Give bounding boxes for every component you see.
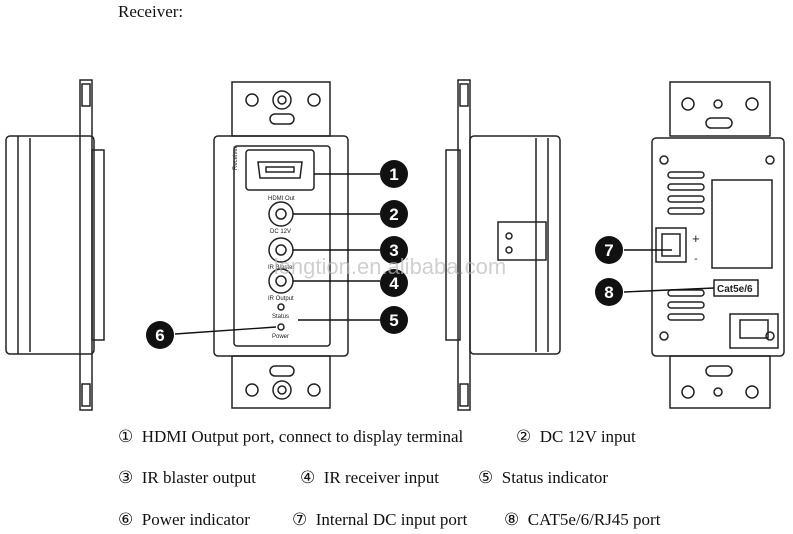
legend-mark: ⑥ (118, 510, 134, 529)
legend-text: IR receiver input (323, 468, 439, 487)
callout-1: 1 (380, 160, 408, 188)
side-view-left (5, 79, 105, 411)
callout-4: 4 (380, 269, 408, 297)
label-ir-blaster: IR Blaster (268, 265, 294, 271)
legend-item-1: ① HDMI Output port, connect to display t… (118, 427, 463, 447)
callout-2: 2 (380, 200, 408, 228)
label-power: Power (272, 334, 289, 340)
label-minus: - (694, 253, 698, 265)
callout-3-label: 3 (389, 241, 398, 260)
label-plus: + (692, 231, 700, 246)
legend-item-4: ④ IR receiver input (300, 468, 439, 488)
legend-mark: ④ (300, 468, 316, 487)
front-view (213, 81, 349, 409)
legend-text: Power indicator (141, 510, 250, 529)
legend-text: DC 12V input (539, 427, 636, 446)
legend-mark: ⑤ (478, 468, 494, 487)
callout-7: 7 (595, 236, 623, 264)
label-dc12v: DC 12V (270, 229, 291, 235)
label-hdmi-out: HDMI Out (268, 196, 295, 202)
side-view-right (445, 79, 561, 411)
callout-2-label: 2 (389, 205, 398, 224)
callout-circles: 1 2 3 4 5 6 7 8 (146, 160, 623, 349)
legend-item-8: ⑧ CAT5e/6/RJ45 port (504, 510, 660, 530)
callout-8: 8 (595, 278, 623, 306)
callout-lines-back (623, 249, 715, 293)
label-ir-input: IR Output (268, 296, 294, 302)
legend-mark: ③ (118, 468, 134, 487)
legend-mark: ⑦ (292, 510, 308, 529)
label-status: Status (272, 314, 289, 320)
side-text: Receiver (233, 146, 239, 170)
callout-lines-front (174, 173, 380, 335)
legend-item-7: ⑦ Internal DC input port (292, 510, 467, 530)
legend-item-3: ③ IR blaster output (118, 468, 256, 488)
callout-4-label: 4 (389, 274, 399, 293)
page-title: Receiver: (118, 2, 184, 21)
receiver-diagram: Receiver HDMI Out DC 12V IR Blaster IR O… (5, 79, 785, 411)
legend-text: Status indicator (501, 468, 608, 487)
callout-5: 5 (380, 306, 408, 334)
legend-item-6: ⑥ Power indicator (118, 510, 250, 530)
legend-item-2: ② DC 12V input (516, 427, 636, 447)
callout-8-label: 8 (604, 283, 613, 302)
legend-text: HDMI Output port, connect to display ter… (141, 427, 464, 446)
callout-6-label: 6 (155, 326, 164, 345)
legend-text: IR blaster output (141, 468, 257, 487)
callout-7-label: 7 (604, 241, 613, 260)
legend-mark: ⑧ (504, 510, 520, 529)
legend-text: Internal DC input port (315, 510, 468, 529)
watermark: lengtion.en.alibaba.com (274, 254, 506, 279)
label-cat: Cat5e/6 (717, 284, 753, 295)
callout-5-label: 5 (389, 311, 398, 330)
callout-1-label: 1 (389, 165, 398, 184)
callout-3: 3 (380, 236, 408, 264)
legend-item-5: ⑤ Status indicator (478, 468, 608, 488)
legend-text: CAT5e/6/RJ45 port (527, 510, 661, 529)
legend-mark: ① (118, 427, 134, 446)
callout-6: 6 (146, 321, 174, 349)
legend-mark: ② (516, 427, 532, 446)
back-view (651, 81, 785, 409)
